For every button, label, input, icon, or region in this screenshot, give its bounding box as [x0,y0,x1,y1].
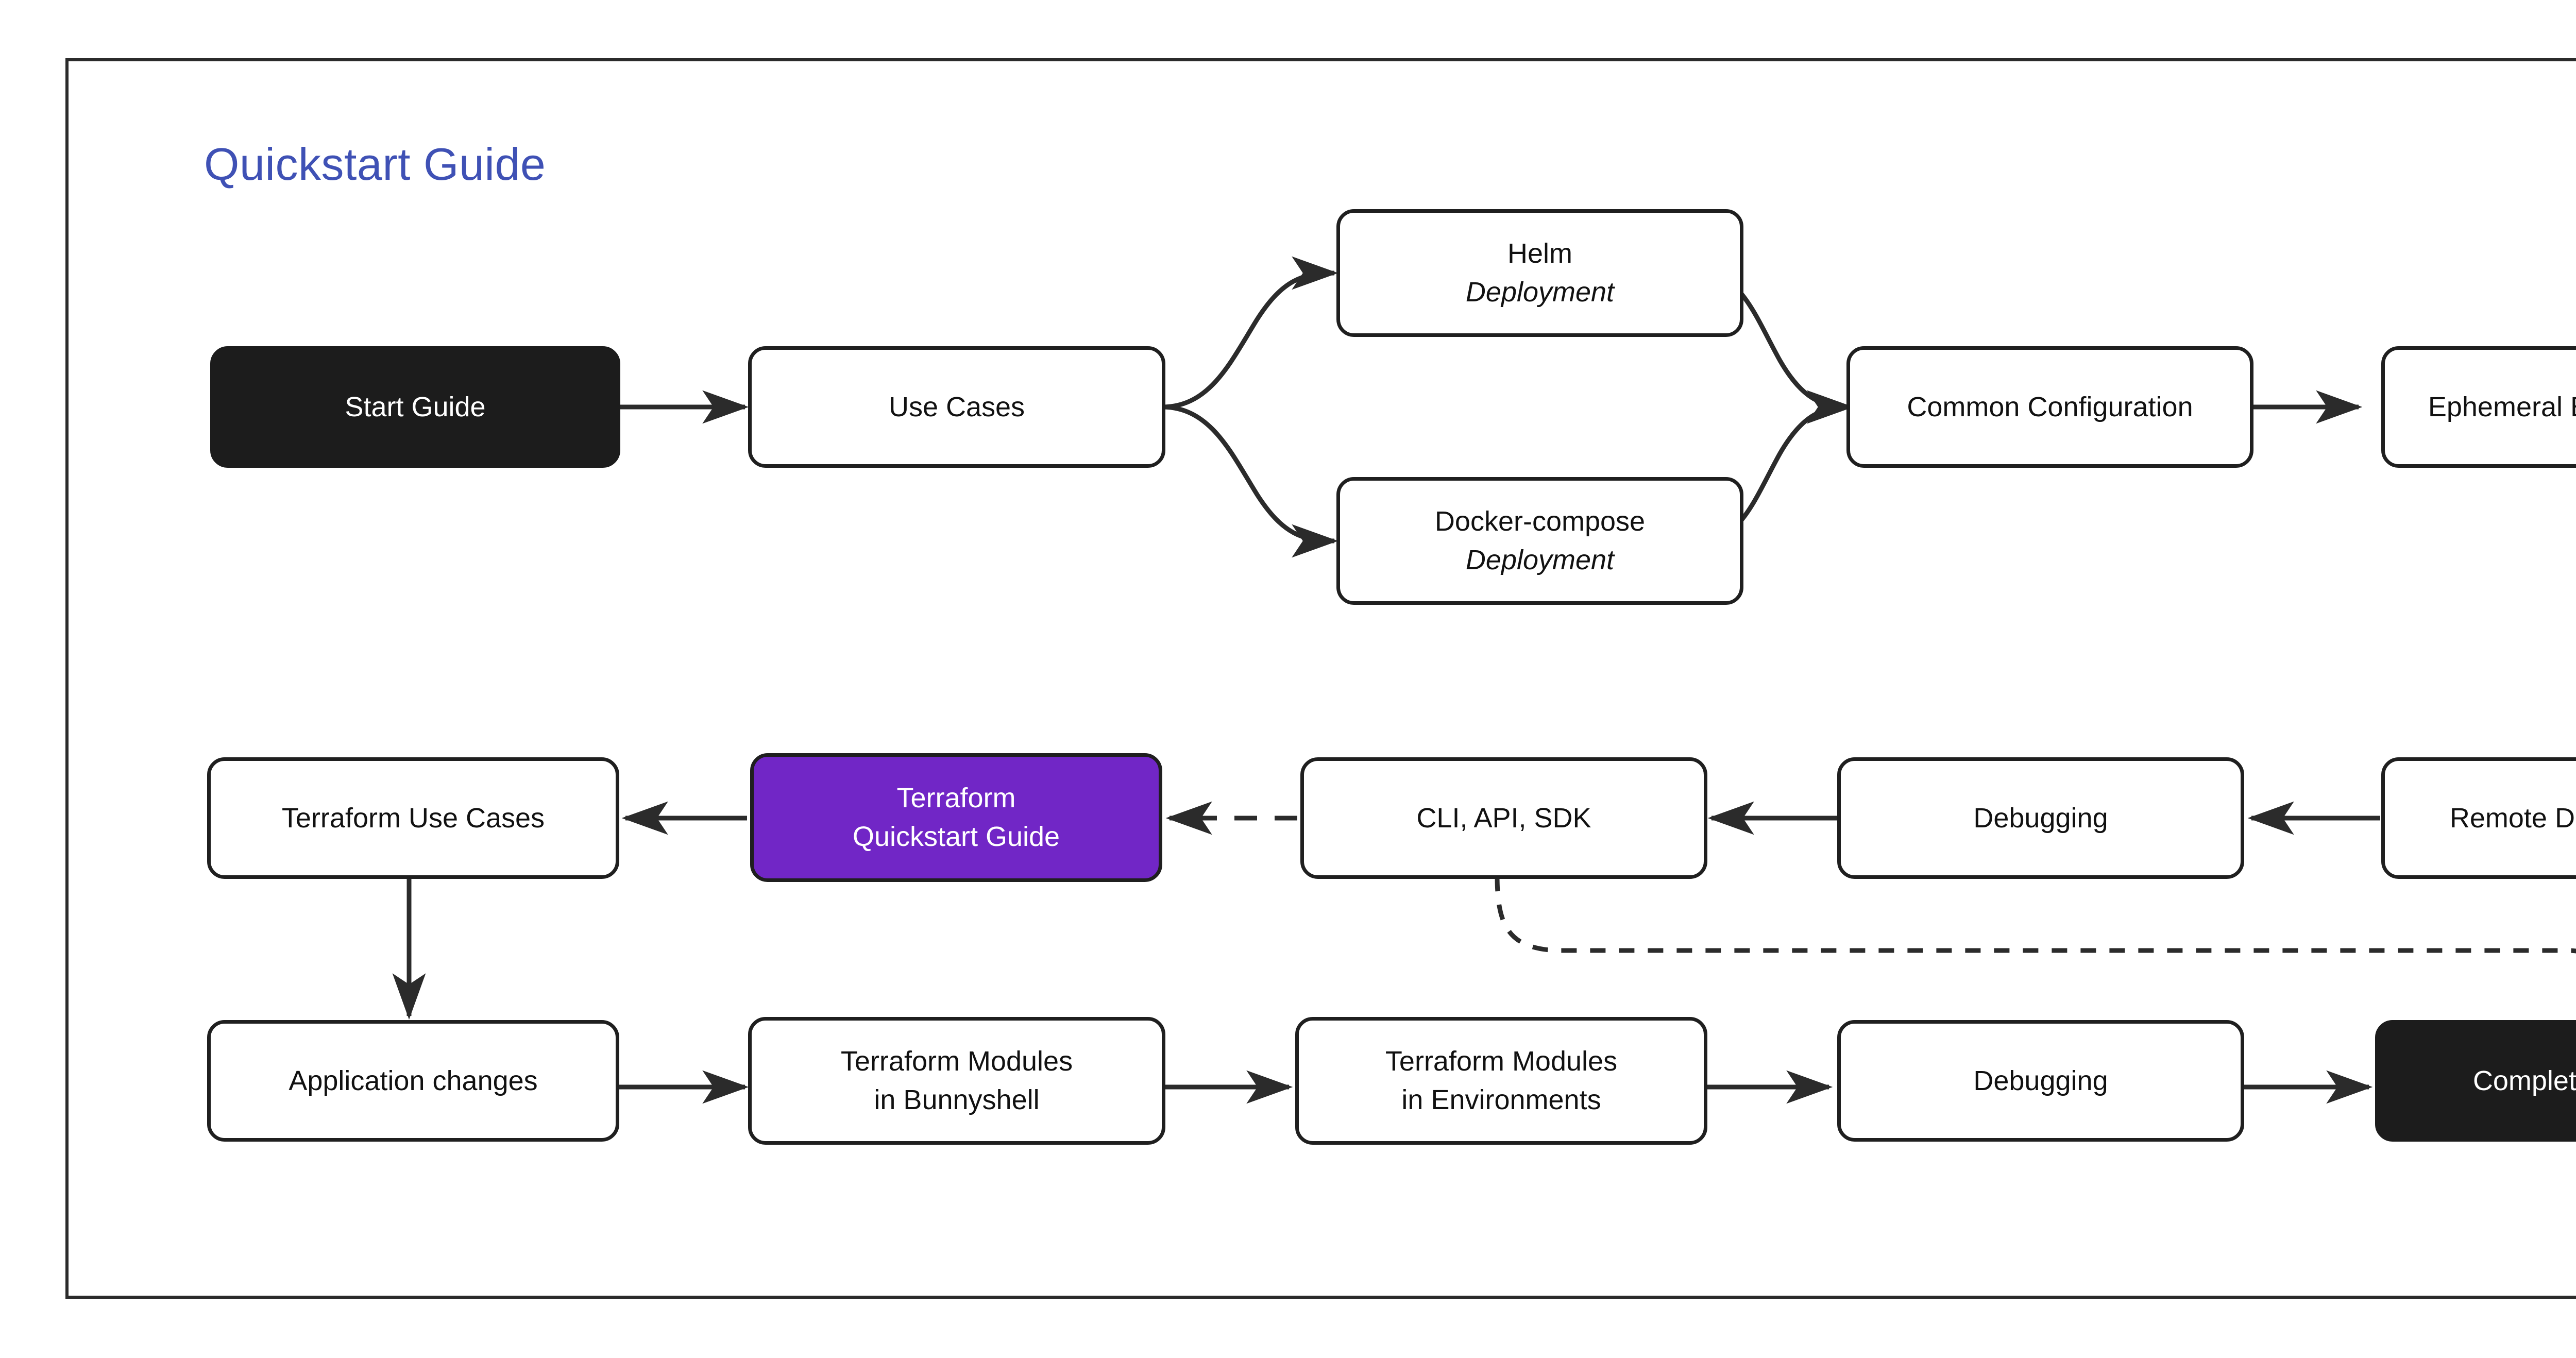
node-cli-api-sdk[interactable]: CLI, API, SDK [1300,757,1707,879]
node-common-configuration-label: Common Configuration [1907,391,2193,422]
node-completed-guide[interactable]: Completed Guide [2375,1020,2576,1142]
node-helm-label: Helm [1507,238,1572,269]
node-terraform-use-cases-label: Terraform Use Cases [281,802,545,834]
node-tf-modules-bunnyshell[interactable]: Terraform Modules in Bunnyshell [748,1017,1165,1145]
node-debugging-bottom[interactable]: Debugging [1837,1020,2244,1142]
node-ephemeral-environments-label: Ephemeral Environments [2428,391,2576,422]
node-terraform-quickstart-guide-sublabel: Quickstart Guide [852,821,1060,852]
node-docker-compose-label: Docker-compose [1434,506,1646,537]
page-title: Quickstart Guide [204,139,546,190]
node-tf-modules-environments[interactable]: Terraform Modules in Environments [1295,1017,1707,1145]
node-application-changes[interactable]: Application changes [207,1020,619,1142]
node-docker-compose[interactable]: Docker-compose Deployment [1336,477,1743,605]
node-tf-modules-bunnyshell-sublabel: in Bunnyshell [874,1084,1040,1115]
node-common-configuration[interactable]: Common Configuration [1846,346,2253,468]
node-use-cases-label: Use Cases [888,391,1025,422]
node-start-guide[interactable]: Start Guide [210,346,620,468]
node-helm-sublabel: Deployment [1465,277,1615,308]
node-docker-compose-sublabel: Deployment [1465,545,1615,575]
node-terraform-quickstart-guide[interactable]: Terraform Quickstart Guide [750,753,1162,882]
node-completed-guide-label: Completed Guide [2472,1065,2576,1096]
node-remote-development-label: Remote Development [2449,802,2576,834]
node-ephemeral-environments[interactable]: Ephemeral Environments [2381,346,2576,468]
node-debugging-bottom-label: Debugging [1973,1065,2108,1096]
node-terraform-use-cases[interactable]: Terraform Use Cases [207,757,619,879]
node-application-changes-label: Application changes [289,1065,538,1096]
node-start-guide-label: Start Guide [345,391,486,422]
node-debugging-top[interactable]: Debugging [1837,757,2244,879]
node-tf-modules-environments-sublabel: in Environments [1401,1084,1601,1115]
node-cli-api-sdk-label: CLI, API, SDK [1416,802,1591,834]
node-tf-modules-environments-label: Terraform Modules [1385,1046,1618,1077]
node-tf-modules-bunnyshell-label: Terraform Modules [840,1046,1073,1077]
node-remote-development[interactable]: Remote Development [2381,757,2576,879]
node-helm[interactable]: Helm Deployment [1336,209,1743,337]
node-use-cases[interactable]: Use Cases [748,346,1165,468]
node-terraform-quickstart-guide-label: Terraform [896,783,1016,814]
node-debugging-top-label: Debugging [1973,802,2108,834]
